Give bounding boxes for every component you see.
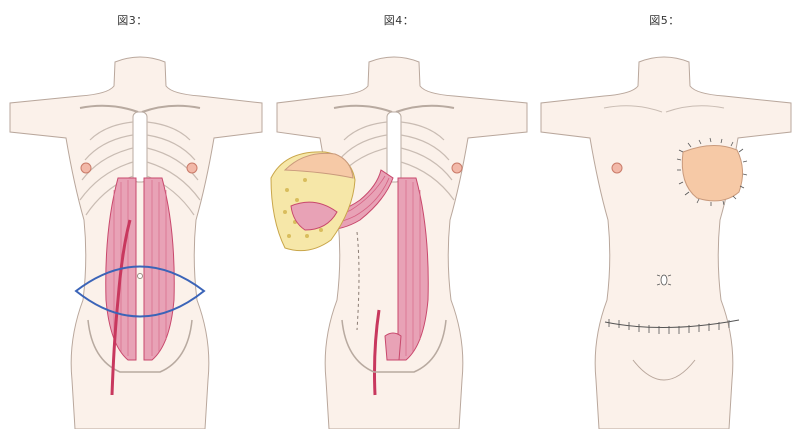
panel-figure-3: 図3：	[0, 0, 265, 429]
sternum	[387, 112, 401, 182]
torso-silhouette	[541, 57, 791, 429]
figure-5-illustration	[533, 0, 796, 429]
nipple-right	[452, 163, 462, 173]
panel-figure-4: 図4：	[265, 0, 533, 429]
figure-3-illustration	[0, 0, 265, 429]
nipple-left	[81, 163, 91, 173]
panel-figure-5: 図5：	[533, 0, 796, 429]
muscle-stump	[385, 333, 401, 360]
sternum	[133, 112, 147, 182]
nipple-left	[612, 163, 622, 173]
reconstructed-breast	[682, 145, 742, 200]
figure-4-illustration	[265, 0, 533, 429]
navel	[138, 274, 143, 279]
nipple-right	[187, 163, 197, 173]
